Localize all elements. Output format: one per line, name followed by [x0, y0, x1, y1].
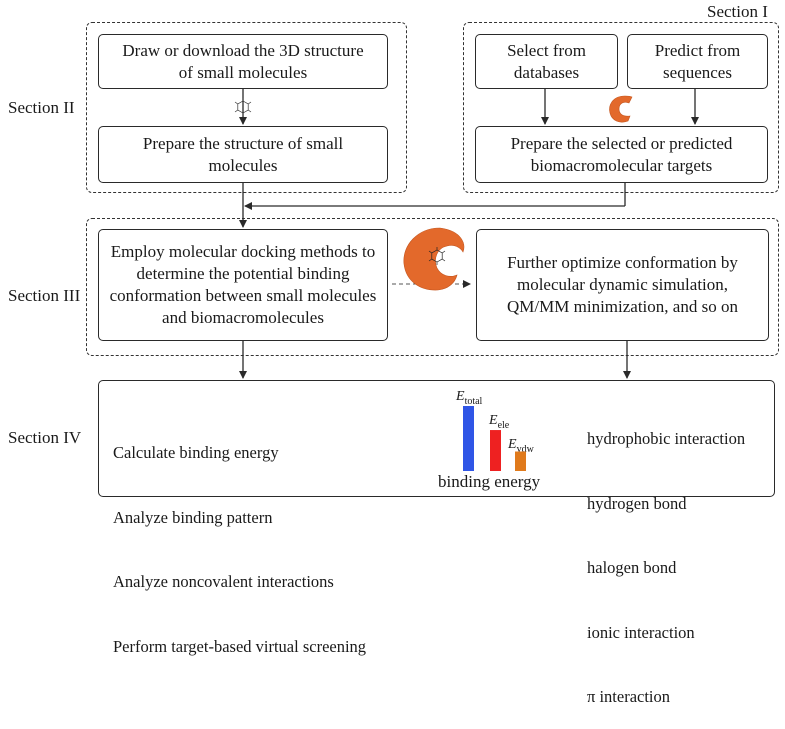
prepare-targets-text: Prepare the selected or predicted biomac…: [510, 133, 733, 175]
e-ele-label: Eele: [489, 413, 510, 431]
protein-icon: [609, 95, 633, 123]
section-iv-label: Section IV: [8, 428, 82, 447]
section-i-label: Section I: [707, 2, 768, 21]
analysis-item: Perform target-based virtual screening: [113, 636, 367, 656]
diagram-connectors: [234, 89, 699, 471]
section-iii-label: Section III: [8, 286, 81, 305]
interaction-item: hydrophobic interaction: [587, 429, 746, 448]
section-i-group: [463, 22, 779, 193]
docking-text: Employ molecular docking methods to dete…: [109, 242, 377, 327]
optimize-text: Further optimize conformation by molecul…: [507, 253, 738, 316]
draw-structure-text: Draw or download the 3D structure of sma…: [122, 40, 364, 82]
prepare-small-molecules-box: Prepare the structure of small molecules: [98, 126, 388, 183]
section-ii-label: Section II: [8, 98, 75, 117]
optimize-box: Further optimize conformation by molecul…: [476, 229, 769, 341]
e-vdw-label: Evdw: [508, 437, 534, 455]
bar-e-ele: [490, 430, 501, 471]
interaction-item: π interaction: [587, 687, 671, 706]
molecule-icon: [234, 98, 252, 116]
e-total-label: Etotal: [456, 389, 483, 407]
analysis-item: Calculate binding energy: [113, 443, 279, 462]
predict-sequences-text: Predict from sequences: [654, 40, 741, 82]
prepare-small-molecules-text: Prepare the structure of small molecules: [142, 133, 344, 175]
select-databases-box: Select from databases: [475, 34, 618, 89]
docking-box: Employ molecular docking methods to dete…: [98, 229, 388, 341]
predict-sequences-box: Predict from sequences: [627, 34, 768, 89]
analysis-item: Analyze binding pattern: [113, 507, 273, 527]
select-databases-text: Select from databases: [507, 40, 586, 82]
interaction-item: ionic interaction: [587, 622, 695, 642]
section-iii-group: [86, 218, 779, 356]
bar-e-vdw: [515, 451, 526, 471]
analysis-item: Analyze noncovalent interactions: [113, 572, 334, 591]
analysis-box: [98, 380, 775, 497]
protein-ligand-complex-icon: [403, 227, 465, 291]
binding-energy-bars: [463, 406, 526, 471]
bar-e-total: [463, 406, 474, 471]
section-ii-group: [86, 22, 407, 193]
prepare-targets-box: Prepare the selected or predicted biomac…: [475, 126, 768, 183]
interaction-item: halogen bond: [587, 558, 677, 577]
binding-energy-label: binding energy: [438, 472, 541, 491]
draw-structure-box: Draw or download the 3D structure of sma…: [98, 34, 388, 89]
